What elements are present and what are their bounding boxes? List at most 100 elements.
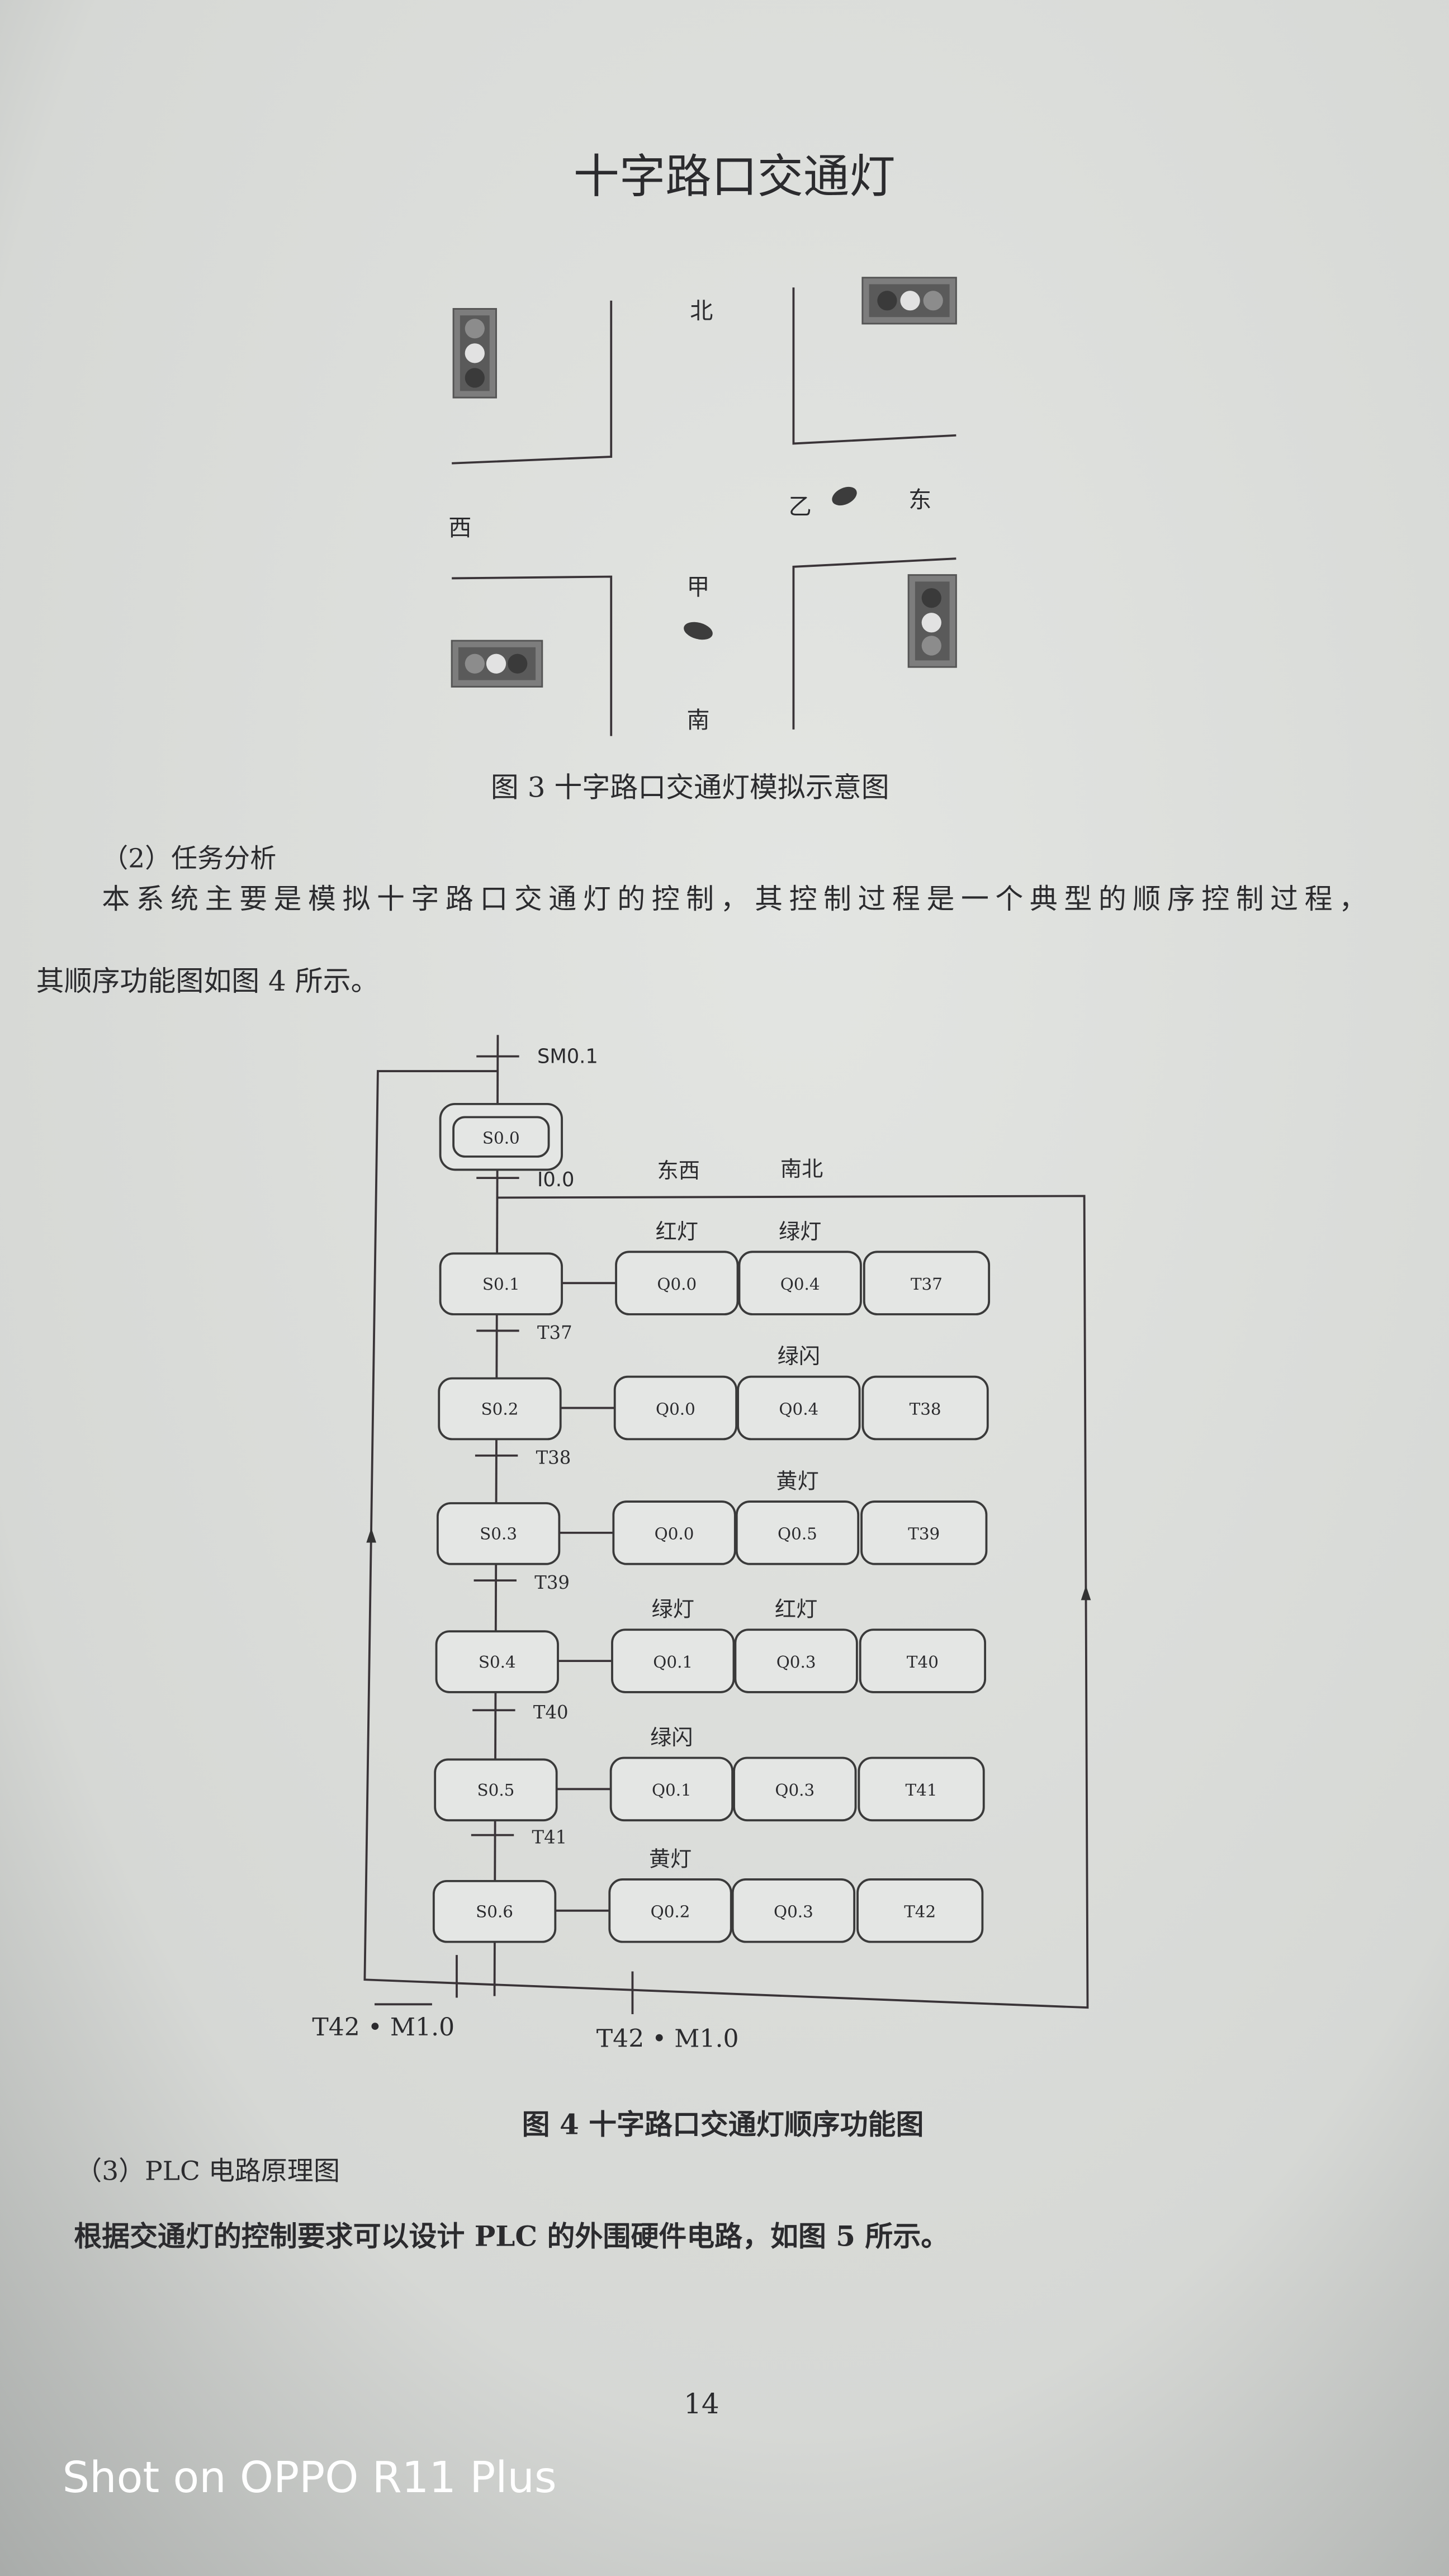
arrow-up-left-icon	[366, 1528, 376, 1543]
traffic-light-icon-northeast	[861, 277, 957, 325]
header-east-west: 东西	[657, 1159, 700, 1183]
transition-label-i00: I0.0	[537, 1168, 574, 1191]
action-label: Q0.3	[774, 1902, 813, 1921]
action-box	[858, 1756, 985, 1822]
action-label: Q0.4	[779, 1399, 818, 1418]
road-corner-ne	[792, 287, 956, 445]
step-label: S0.3	[480, 1524, 517, 1543]
action-box	[861, 1375, 989, 1441]
action-box	[863, 1251, 991, 1315]
action-label: T41	[906, 1781, 937, 1800]
light-state-note: 黄灯	[776, 1470, 818, 1494]
road-corner-se	[792, 557, 956, 730]
action-box	[612, 1500, 736, 1565]
traffic-light-icon-northwest	[452, 308, 497, 399]
action-box	[735, 1500, 860, 1565]
header-south-north: 南北	[780, 1157, 823, 1182]
action-box	[860, 1500, 988, 1565]
action-label: Q0.3	[776, 1652, 816, 1671]
step-label: S0.2	[481, 1399, 519, 1418]
section2-paragraph-line2: 其顺序功能图如图 4 所示。	[36, 965, 379, 997]
page-number: 14	[684, 2388, 719, 2420]
light-state-note: 绿灯	[652, 1598, 694, 1622]
action-box	[737, 1375, 861, 1441]
and-dot: •	[360, 2013, 390, 2042]
light-state-note: 绿闪	[650, 1726, 693, 1750]
action-label: Q0.1	[652, 1781, 692, 1800]
initial-step-label: S0.0	[482, 1128, 520, 1147]
step-label: S0.6	[476, 1902, 513, 1921]
label-west: 西	[448, 514, 471, 541]
marker-label: M1.0	[390, 2013, 454, 2042]
intersection-diagram: 北 西 乙 东 甲 南	[448, 277, 957, 736]
label-south: 南	[686, 707, 709, 733]
action-box	[615, 1251, 739, 1315]
transition-label: T41	[532, 1826, 567, 1848]
figure3-caption: 图 3 十字路口交通灯模拟示意图	[491, 771, 889, 803]
timer-label: T42	[596, 2025, 645, 2053]
road-corner-nw	[452, 300, 613, 465]
action-label: Q0.0	[655, 1524, 694, 1543]
label-north: 北	[690, 297, 713, 324]
loop-transition-right: T42 • M1.0	[596, 2025, 739, 2053]
camera-watermark: Shot on OPPO R11 Plus	[63, 2453, 557, 2503]
section2-heading: （2）任务分析	[102, 844, 276, 874]
step-label: S0.1	[482, 1275, 520, 1294]
action-label: Q0.0	[656, 1399, 695, 1418]
traffic-light-icon-southeast	[907, 574, 957, 668]
action-label: T42	[904, 1902, 936, 1921]
transition-label: T38	[536, 1447, 571, 1468]
action-label: Q0.5	[778, 1524, 817, 1543]
action-label: Q0.1	[653, 1652, 693, 1671]
step-label: S0.5	[477, 1781, 515, 1800]
arrow-up-right-icon	[1081, 1585, 1091, 1600]
action-label: T40	[907, 1652, 939, 1671]
action-label: Q0.2	[651, 1902, 690, 1921]
figure4-caption: 图 4 十字路口交通灯顺序功能图	[522, 2108, 924, 2141]
page-title: 十字路口交通灯	[574, 150, 896, 203]
light-state-note: 绿闪	[778, 1344, 820, 1369]
road-corner-sw	[452, 575, 613, 736]
action-label: Q0.3	[775, 1781, 815, 1800]
action-box	[731, 1878, 856, 1943]
action-box	[609, 1756, 734, 1822]
section3-paragraph: 根据交通灯的控制要求可以设计 PLC 的外围硬件电路，如图 5 所示。	[74, 2219, 949, 2252]
action-box	[734, 1628, 858, 1693]
transition-label: T39	[534, 1572, 570, 1593]
marker-label: M1.0	[674, 2025, 738, 2053]
step-label: S0.4	[479, 1652, 516, 1671]
light-state-note: 黄灯	[649, 1847, 692, 1872]
transition-label: T37	[537, 1322, 572, 1343]
transition-label-sm01: SM0.1	[537, 1045, 598, 1068]
action-label: Q0.4	[780, 1275, 820, 1294]
action-box	[859, 1628, 986, 1693]
section3-heading: （3）PLC 电路原理图	[75, 2156, 340, 2187]
and-dot: •	[644, 2025, 674, 2053]
loop-lines	[363, 1070, 1089, 2009]
light-state-note: 红灯	[775, 1598, 817, 1622]
traffic-light-icon-southwest	[451, 640, 543, 688]
car-icon-a	[684, 622, 713, 640]
label-car-b: 乙	[789, 493, 812, 520]
label-car-a: 甲	[686, 574, 709, 600]
action-box	[613, 1375, 738, 1441]
initial-step-inner	[452, 1116, 550, 1158]
action-label: T38	[910, 1399, 941, 1418]
transition-label: T40	[533, 1702, 569, 1723]
loop-transition-left: T42 • M1.0	[312, 2013, 454, 2042]
car-icon-b	[832, 486, 857, 506]
action-label: Q0.0	[657, 1275, 697, 1294]
action-box	[738, 1251, 862, 1315]
action-box	[611, 1628, 735, 1693]
action-box	[856, 1878, 984, 1943]
label-east: 东	[908, 486, 931, 513]
action-label: T39	[908, 1524, 940, 1543]
action-label: T37	[911, 1275, 943, 1294]
action-box	[733, 1756, 857, 1822]
light-state-note: 红灯	[656, 1220, 698, 1244]
timer-label: T42	[312, 2013, 360, 2042]
action-box	[608, 1878, 732, 1943]
